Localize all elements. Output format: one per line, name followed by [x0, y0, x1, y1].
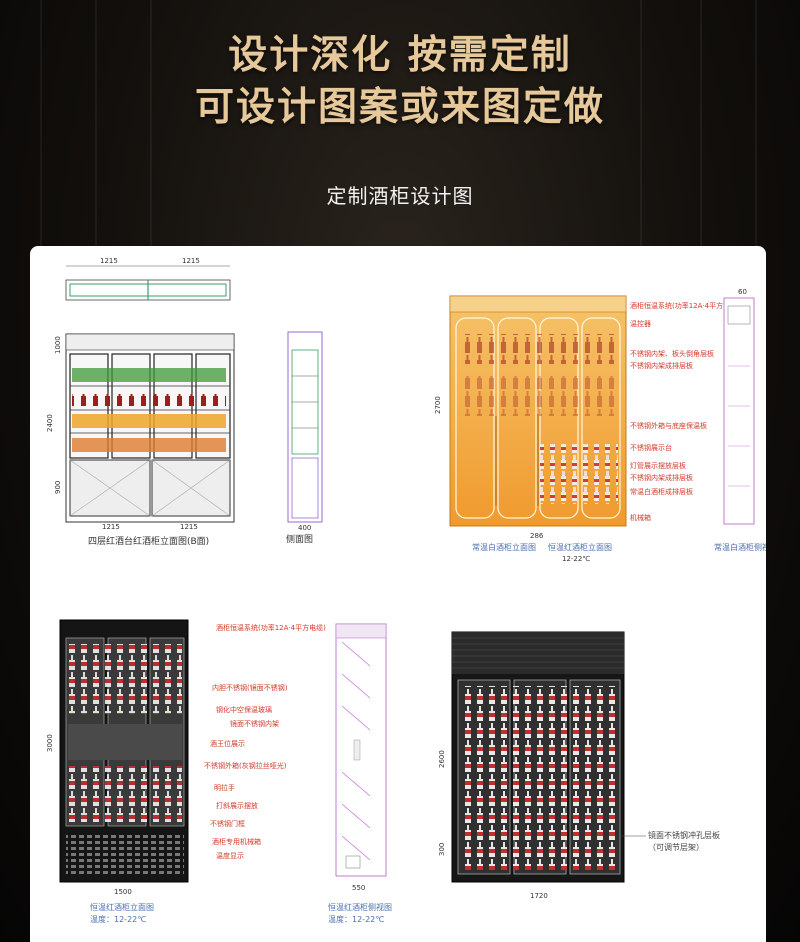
drawing-3-note-7: 灯管展示摆放层板 [630, 461, 686, 470]
drawing-3-temp: 12-22℃ [562, 555, 590, 563]
drawing-4-caption: 常温白酒柜侧视图 [714, 542, 766, 552]
hero-heading: 设计深化 按需定制 可设计图案或来图定做 [0, 30, 800, 134]
drawing-7-note-line1: 镜面不锈钢冲孔层板 [648, 830, 720, 840]
drawing-6-caption: 恒温红酒柜侧视图 [328, 902, 392, 912]
drawing-6-dim-width: 550 [352, 884, 365, 892]
drawing-3-annotations: 酒柜恒温系统(功率12A·4平方电缆) 温控器 不锈钢内架、板头倒角层板 不锈钢… [630, 301, 740, 522]
drawing-5-note-9: 不锈钢门框 [210, 819, 245, 828]
drawing-1-wine-cabinet-elevation: 1215 1215 [46, 257, 235, 547]
drawing-2-caption: 侧面图 [286, 533, 313, 545]
drawing-5-note-5: 酒王位展示 [210, 739, 245, 748]
drawing-1-dim-height: 2400 [46, 414, 54, 432]
drawing-4-dim-width: 60 [738, 288, 747, 296]
drawing-5-black-cabinet: 3000 1500 酒柜恒温系统(功率12A·4平方电缆) 内胆不锈钢(镜面不锈… [46, 619, 326, 924]
drawing-3-note-2: 温控器 [630, 319, 651, 328]
drawing-3-caption-left: 常温白酒柜立面图 [472, 542, 536, 552]
drawing-7-dim-height: 2600 [438, 750, 446, 768]
drawing-2-dim-width: 400 [298, 524, 311, 532]
drawing-7-dim-side: 300 [438, 843, 446, 856]
drawing-5-note-1: 酒柜恒温系统(功率12A·4平方电缆) [216, 623, 326, 632]
design-drawings-card: 1215 1215 [30, 246, 766, 942]
drawing-3-note-5: 不锈钢外箱与底座保温板 [630, 421, 707, 430]
hero-title-line1: 设计深化 按需定制 [228, 33, 572, 78]
drawing-1-dim-top-left: 1215 [100, 257, 118, 265]
drawing-3-note-6: 不锈钢展示台 [630, 443, 672, 452]
drawing-1-plan-view: 1215 1215 [65, 257, 231, 301]
drawing-5-dim-height: 3000 [46, 734, 54, 752]
drawing-7-dim-width: 1720 [530, 892, 548, 900]
drawing-7-note-line2: （可调节层架） [648, 843, 704, 852]
drawing-5-dim-width: 1500 [114, 888, 132, 896]
drawing-5-note-4: 镜面不锈钢内架 [230, 719, 279, 728]
drawing-1-dim-top-right: 1215 [182, 257, 200, 265]
drawing-3-dim-height: 2700 [434, 396, 442, 414]
drawing-3-amber-cabinet: 2700 286 酒柜恒温系统(功率12A·4平方电缆) 温控器 不锈钢内架、板… [434, 295, 740, 563]
drawing-1-dim-upper: 1000 [54, 336, 62, 354]
drawing-5-note-3: 钢化中空保温玻璃 [216, 705, 272, 714]
drawing-3-caption-center: 恒温红酒柜立面图 [548, 542, 612, 552]
drawing-5-caption: 恒温红酒柜立面图 [90, 902, 154, 912]
drawing-5-note-8: 打斜展示摆放 [216, 801, 258, 810]
drawings-canvas: 1215 1215 [46, 257, 766, 924]
drawing-5-note-10: 酒柜专用机械箱 [212, 837, 261, 846]
drawing-5-note-7: 明拉手 [214, 783, 235, 792]
drawing-6-temp: 温度：12-22℃ [328, 914, 384, 924]
drawing-5-temp: 温度：12-22℃ [90, 914, 146, 924]
drawing-5-note-11: 温度显示 [216, 851, 244, 860]
drawing-1-dim-bottom-left: 1215 [102, 523, 120, 531]
drawing-3-note-8: 不锈钢内架成排层板 [630, 473, 693, 482]
drawing-3-note-3: 不锈钢内架、板头倒角层板 [630, 349, 714, 358]
drawing-2-side-view: 400 侧面图 [286, 331, 323, 545]
drawing-3-dim-width: 286 [530, 532, 544, 540]
drawing-6-angled-side-view: 550 恒温红酒柜侧视图 温度：12-22℃ [328, 623, 392, 924]
drawing-5-note-2: 内胆不锈钢(镜面不锈钢) [212, 683, 288, 692]
drawing-1-caption: 四层红酒台红酒柜立面图(B面) [88, 535, 209, 547]
drawing-3-note-4: 不锈钢内架成排层板 [630, 361, 693, 370]
hero-title-line2: 可设计图案或来图定做 [194, 85, 605, 130]
drawing-5-note-6: 不锈钢外箱(灰钢拉丝哑光) [204, 761, 287, 770]
drawing-1-dim-bottom-right: 1215 [180, 523, 198, 531]
drawing-3-note-10: 机械箱 [630, 513, 651, 522]
drawing-4-narrow-side-view: 60 常温白酒柜侧视图 [714, 288, 766, 552]
drawing-3-note-9: 常温白酒柜成排层板 [630, 487, 693, 496]
drawing-3-note-1: 酒柜恒温系统(功率12A·4平方电缆) [630, 301, 740, 310]
drawing-1-upper-bays [69, 353, 231, 459]
drawing-7-three-door-cabinet: 2600 300 1720 镜面不锈钢冲孔层板 （可调节层架） [438, 631, 720, 900]
hero-subtitle: 定制酒柜设计图 [326, 184, 474, 208]
drawing-1-lower-doors [69, 459, 231, 517]
drawing-1-dim-lower: 900 [54, 481, 62, 494]
drawing-5-annotations: 酒柜恒温系统(功率12A·4平方电缆) 内胆不锈钢(镜面不锈钢) 钢化中空保温玻… [204, 623, 326, 860]
